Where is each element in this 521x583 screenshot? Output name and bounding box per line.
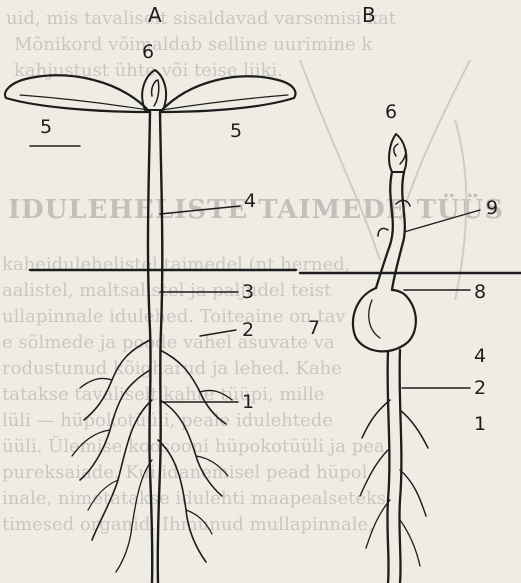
bg-line: e sõlmede ja poode vahel asuvate va: [2, 332, 335, 353]
bg-line: inale, nimetatakse idulehti maapealsetek…: [2, 488, 386, 509]
label-b-7: 7: [308, 317, 320, 339]
label-b-6: 6: [385, 101, 397, 123]
cotyledon-seed-b: [353, 288, 416, 351]
cotyledon-seed-detail: [369, 300, 380, 338]
bg-line: üüli. Ülemise koosooni hüpokotüüli ja pe…: [2, 434, 385, 457]
label-a-1: 1: [242, 391, 254, 413]
label-a-4: 4: [244, 190, 256, 212]
bg-line: kaheidulehelistel taimedel (nt herned,: [2, 254, 351, 275]
bg-line: uid, mis tavaliselt sisaldavad varsemisi…: [6, 8, 397, 29]
label-b-2: 2: [474, 377, 486, 399]
plumule-b: [389, 134, 406, 172]
label-a-2: 2: [242, 319, 254, 341]
scale-leaf: [378, 228, 388, 236]
bg-line: Mõnikord võimaldab selline uurimine k: [14, 34, 373, 55]
cotyledon-left-vein: [20, 95, 148, 110]
bg-line: lüli — hüpokotüüli, peale idulehtede: [2, 410, 333, 431]
bg-line: pureksaiade. Kui idanemisel pead hüpol: [2, 462, 368, 483]
bg-line: kahjustust ühte või teise liiki.: [14, 60, 283, 81]
bg-line: aalistel, maltsalistel ja paljudel teist: [2, 280, 332, 301]
label-a-3: 3: [242, 281, 254, 303]
bleed-stroke: [300, 60, 380, 260]
root-system-b: [360, 400, 428, 566]
panel-letter-b: B: [362, 3, 376, 27]
root-b-left: [387, 352, 389, 583]
label-a-6: 6: [142, 41, 154, 63]
plumule-b-leaf: [394, 144, 398, 156]
label-b-9: 9: [486, 197, 498, 219]
label-a-5-right: 5: [230, 120, 242, 142]
bg-line: ullapinnale idulehed. Toiteaine on tav: [2, 306, 346, 327]
plumule-leaf: [152, 80, 159, 106]
root-b-right: [399, 350, 401, 583]
label-b-1: 1: [474, 413, 486, 435]
background-text: uid, mis tavaliselt sisaldavad varsemisi…: [2, 8, 504, 535]
label-b-8: 8: [474, 281, 486, 303]
label-a-5-left: 5: [40, 116, 52, 138]
cotyledon-right-vein: [162, 95, 288, 110]
panel-letter-a: A: [148, 3, 162, 27]
label-b-4: 4: [474, 345, 486, 367]
epicotyl-left: [376, 172, 393, 288]
bg-line: rodustunud kõigharud ja lehed. Kahe: [2, 358, 342, 379]
